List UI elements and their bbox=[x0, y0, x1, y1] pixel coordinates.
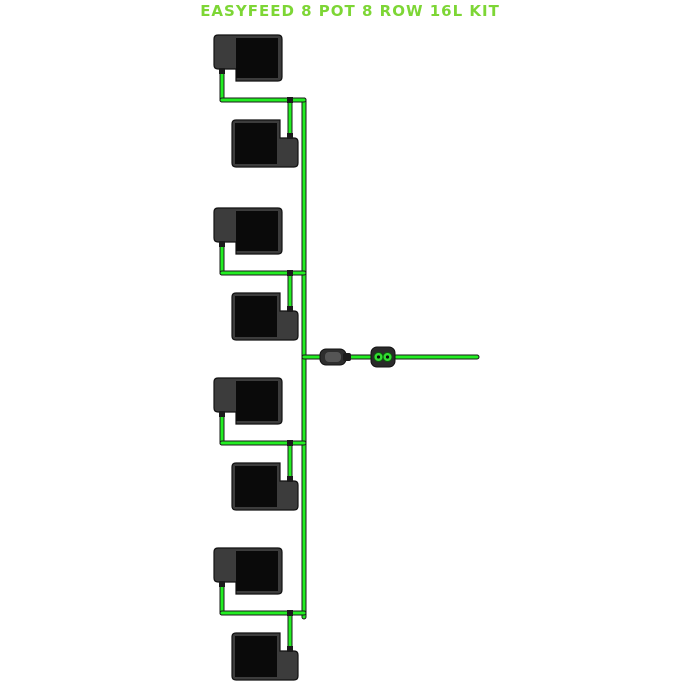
pot-6 bbox=[231, 462, 299, 511]
pot-top bbox=[235, 296, 277, 337]
pot-top bbox=[235, 466, 277, 507]
pipe-connector bbox=[287, 133, 293, 139]
filter-icon[interactable] bbox=[370, 346, 396, 368]
pot-4 bbox=[231, 292, 299, 341]
pipe-connector bbox=[287, 440, 293, 446]
pot-group bbox=[213, 34, 299, 681]
pipe-connector bbox=[219, 411, 225, 417]
pot-top bbox=[235, 123, 277, 164]
pot-5 bbox=[213, 377, 283, 425]
pot-1 bbox=[213, 34, 283, 82]
pipe-connector bbox=[219, 581, 225, 587]
pipe-connector bbox=[219, 68, 225, 74]
pot-top bbox=[235, 636, 277, 677]
valve-icon[interactable] bbox=[319, 348, 351, 366]
pipe-connector bbox=[287, 610, 293, 616]
pot-8 bbox=[231, 632, 299, 681]
pipe-connector bbox=[287, 476, 293, 482]
pipe-connector bbox=[219, 241, 225, 247]
diagram-title: EASYFEED 8 POT 8 ROW 16L KIT bbox=[200, 2, 500, 20]
pipe-connector bbox=[287, 306, 293, 312]
pot-top bbox=[236, 38, 278, 78]
fitting-group bbox=[219, 68, 293, 652]
pot-7 bbox=[213, 547, 283, 595]
pipe-connector bbox=[287, 97, 293, 103]
pipe-connector bbox=[287, 270, 293, 276]
pipe-connector bbox=[287, 646, 293, 652]
pot-3 bbox=[213, 207, 283, 255]
pot-top bbox=[236, 381, 278, 421]
pot-top bbox=[236, 551, 278, 591]
pot-top bbox=[236, 211, 278, 251]
pot-2 bbox=[231, 119, 299, 168]
